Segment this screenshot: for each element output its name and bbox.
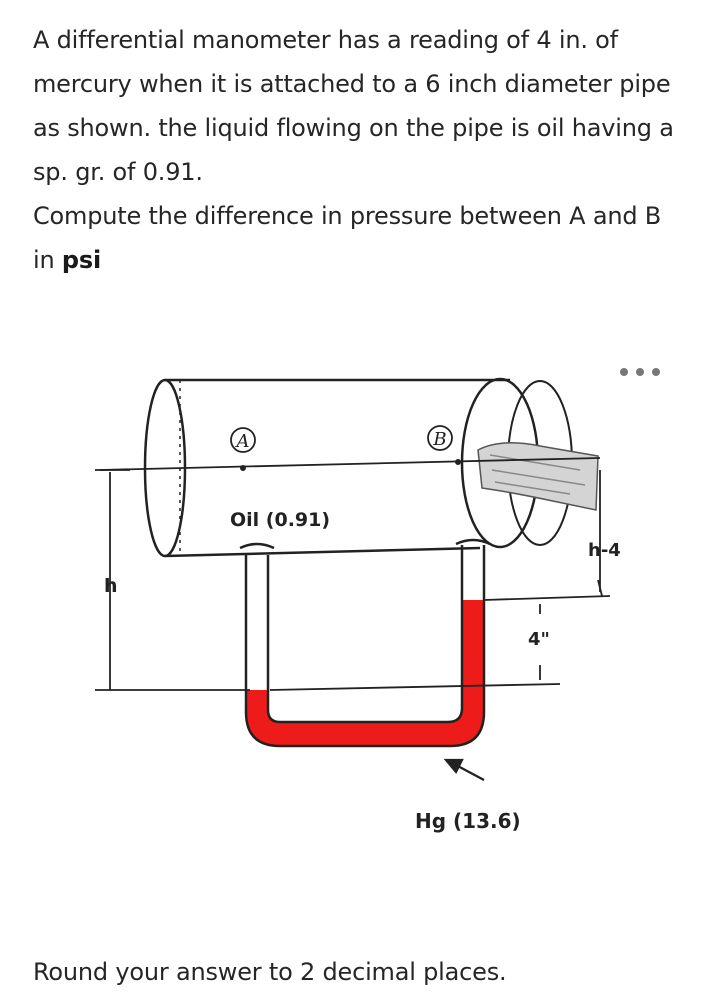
hg-pointer-arrow (443, 758, 485, 781)
more-options-button[interactable] (620, 362, 660, 382)
question-text: A differential manometer has a reading o… (33, 18, 688, 282)
reading-dimension (269, 470, 611, 691)
h-label: h (104, 575, 118, 597)
more-horizontal-icon (620, 368, 628, 376)
h-dimension (95, 469, 250, 691)
pipe-section-hatch (477, 442, 599, 511)
point-a-marker: A (230, 427, 256, 471)
pipe (143, 377, 573, 558)
question-task-text: Compute the difference in pressure betwe… (33, 202, 662, 274)
manometer-diagram: A B Oil (0.91) h 4" h-4 Hg (13.6) (95, 377, 621, 833)
point-b-label: B (432, 429, 446, 450)
point-a-label: A (235, 431, 250, 452)
mercury-column (246, 600, 484, 746)
hg-label: Hg (13.6) (415, 809, 521, 833)
question-task: Compute the difference in pressure betwe… (33, 194, 688, 282)
more-horizontal-icon-dot (652, 368, 660, 376)
oil-label: Oil (0.91) (230, 509, 330, 531)
point-b-marker: B (427, 425, 461, 465)
rounding-instruction: Round your answer to 2 decimal places. (33, 958, 507, 986)
pipe-centerline (99, 457, 601, 471)
reading-label: 4" (528, 629, 550, 650)
h-minus-4-label: h-4 (588, 540, 621, 561)
question-statement: A differential manometer has a reading o… (33, 26, 674, 186)
u-tube (239, 538, 491, 748)
unit-emphasis: psi (61, 246, 102, 274)
more-horizontal-icon-dot (636, 368, 644, 376)
